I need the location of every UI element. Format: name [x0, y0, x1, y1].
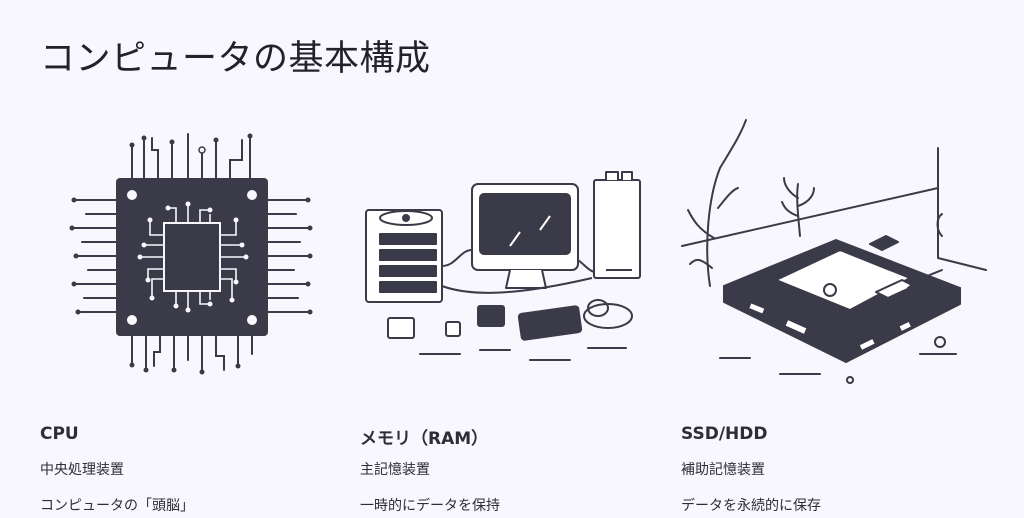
memory-illustration [365, 171, 641, 361]
component-desc: コンピュータの「頭脳」 [40, 498, 194, 514]
component-memory: メモリ（RAM） 主記憶装置 一時的にデータを保持 [360, 424, 500, 515]
component-name: SSD/HDD [681, 424, 768, 444]
component-role: 補助記憶装置 [681, 462, 765, 478]
component-role: 中央処理装置 [40, 462, 124, 478]
component-name: メモリ（RAM） [360, 429, 489, 449]
ssd-drive-illustration [681, 119, 987, 384]
component-desc: データを永続的に保存 [681, 498, 821, 514]
component-desc: 一時的にデータを保持 [360, 498, 500, 514]
cpu-chip-icon [69, 133, 313, 375]
component-role: 主記憶装置 [360, 462, 430, 478]
slide-title: コンピュータの基本構成 [40, 39, 431, 79]
component-cpu: CPU 中央処理装置 コンピュータの「頭脳」 [40, 424, 194, 515]
component-storage: SSD/HDD 補助記憶装置 データを永続的に保存 [681, 424, 821, 515]
component-name: CPU [40, 424, 79, 444]
